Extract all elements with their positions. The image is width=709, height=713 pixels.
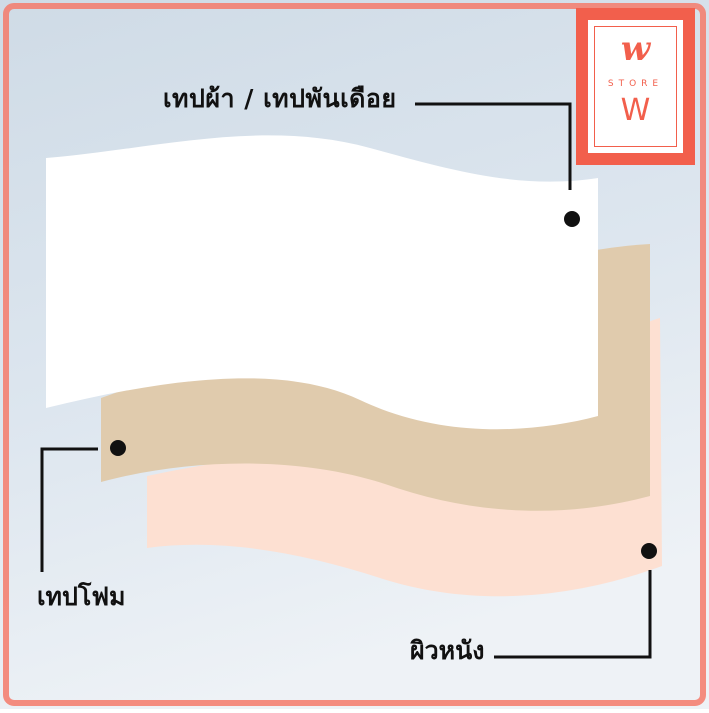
logo-mark-bottom: W — [620, 93, 651, 128]
leader-line-foam — [40, 447, 98, 572]
store-logo: w STORE W — [576, 8, 695, 165]
logo-inner-panel: w STORE W — [588, 20, 683, 153]
foam-tape-label: เทปโฟม — [37, 582, 126, 611]
marker-dot-foam — [110, 440, 126, 456]
cloth-tape-label: เทปผ้า / เทปพันเดือย — [163, 84, 397, 113]
frame-border — [3, 3, 706, 706]
skin-label: ผิวหนัง — [410, 636, 485, 665]
leader-line-skin — [494, 570, 652, 659]
leader-line-cloth — [415, 102, 572, 190]
logo-store-text: STORE — [607, 79, 664, 89]
cloth-tape-layer — [46, 135, 598, 430]
marker-dot-cloth — [564, 211, 580, 227]
logo-mark-top: w — [620, 29, 651, 69]
marker-dot-skin — [641, 543, 657, 559]
leader-lines — [40, 102, 652, 659]
logo-inner-frame — [594, 26, 677, 147]
